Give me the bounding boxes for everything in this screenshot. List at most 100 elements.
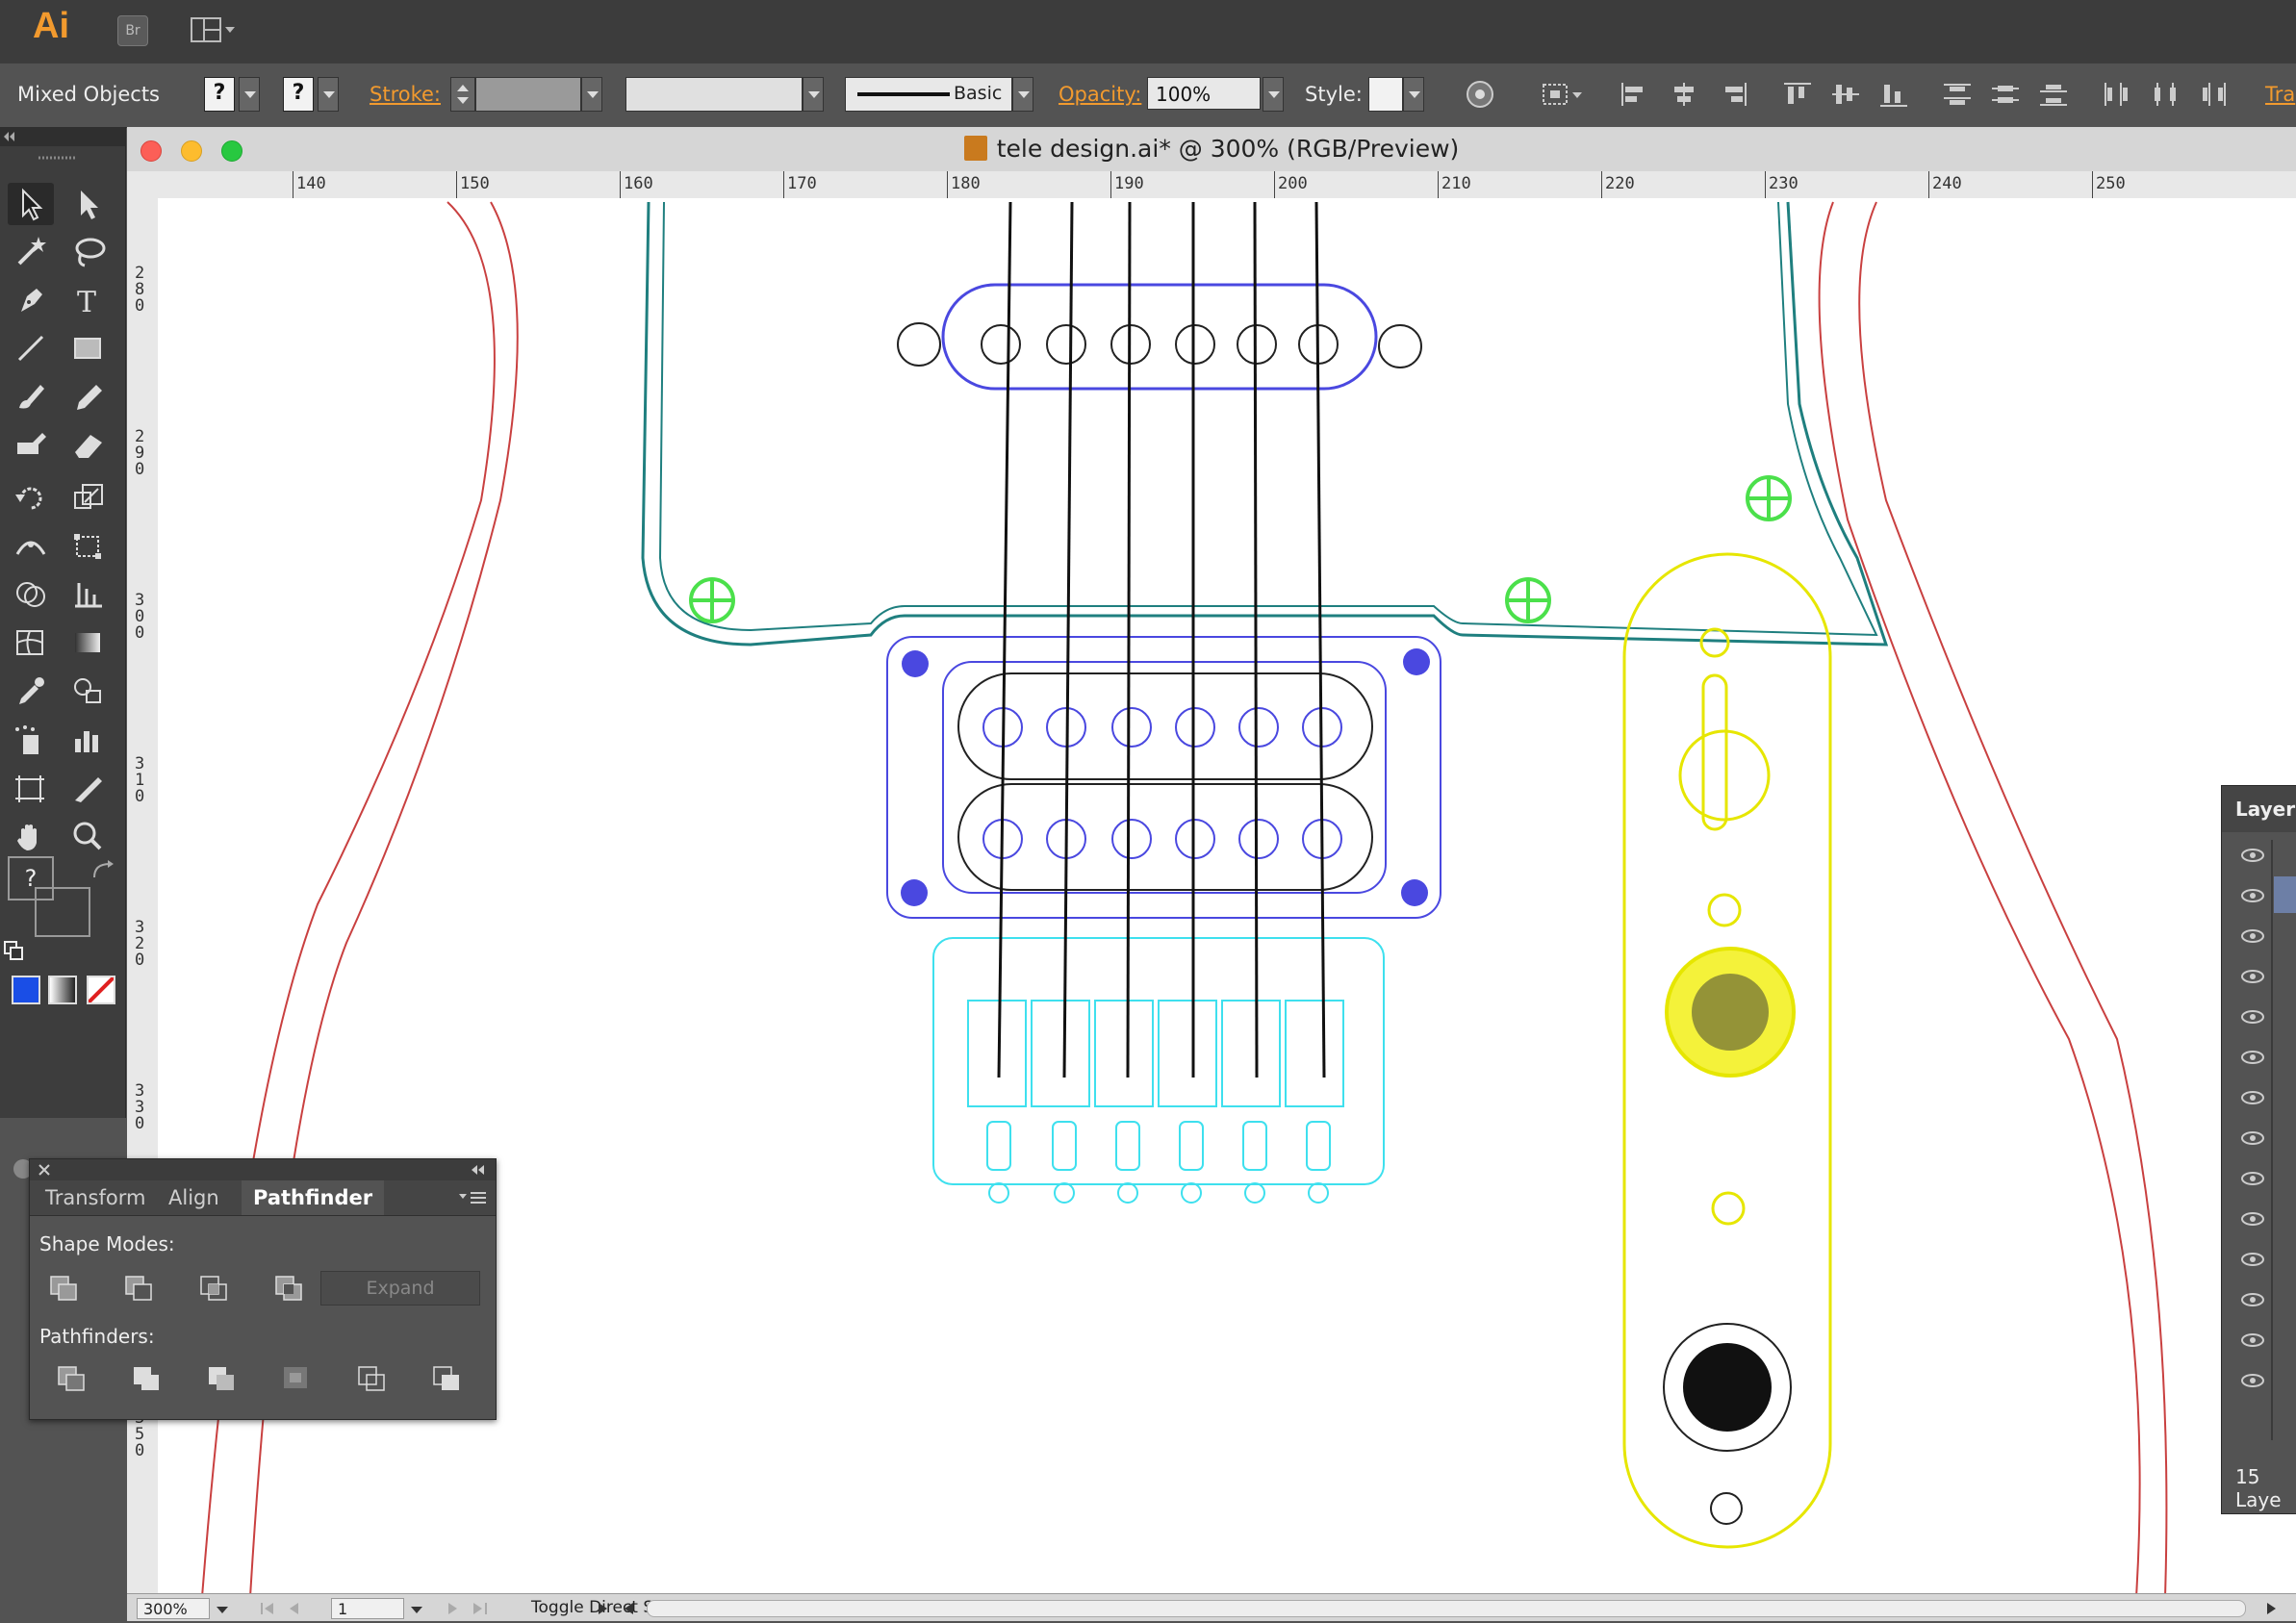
blob-brush-tool[interactable] bbox=[8, 423, 54, 466]
crop-button[interactable] bbox=[280, 1363, 315, 1394]
stroke-swatch[interactable]: ? bbox=[283, 77, 314, 112]
artboard-dropdown[interactable] bbox=[406, 1598, 427, 1619]
direct-selection-tool[interactable] bbox=[65, 183, 112, 225]
gradient-tool[interactable] bbox=[65, 621, 112, 664]
intersect-button[interactable] bbox=[197, 1273, 232, 1304]
artboard-number-field[interactable]: 1 bbox=[331, 1598, 404, 1619]
recolor-artwork-button[interactable] bbox=[1463, 79, 1497, 110]
column-graph-tool[interactable] bbox=[65, 720, 112, 762]
type-tool[interactable]: T bbox=[65, 279, 112, 321]
selection-tool[interactable] bbox=[8, 183, 54, 225]
graph-tool[interactable] bbox=[65, 573, 112, 616]
panel-menu-icon[interactable] bbox=[459, 1190, 488, 1205]
zoom-level-field[interactable]: 300% bbox=[137, 1598, 210, 1619]
transform-label[interactable]: Tra bbox=[2265, 83, 2296, 106]
gradient-mode-button[interactable] bbox=[48, 976, 77, 1004]
fill-color-box[interactable]: ? bbox=[8, 856, 54, 900]
close-panel-icon[interactable] bbox=[38, 1163, 51, 1177]
distribute-left-button[interactable] bbox=[2100, 79, 2134, 110]
previous-artboard-button[interactable] bbox=[285, 1600, 302, 1621]
tab-transform[interactable]: Transform bbox=[45, 1186, 146, 1209]
arrange-documents-button[interactable] bbox=[191, 15, 235, 44]
status-menu-button[interactable] bbox=[595, 1600, 612, 1621]
scroll-right-button[interactable] bbox=[2263, 1600, 2281, 1621]
divide-button[interactable] bbox=[55, 1363, 89, 1394]
free-transform-tool[interactable] bbox=[65, 525, 112, 568]
rectangle-tool[interactable] bbox=[65, 327, 112, 369]
collapse-panel-icon[interactable] bbox=[469, 1163, 488, 1177]
distribute-horizontal-center-button[interactable] bbox=[2148, 79, 2182, 110]
color-mode-button[interactable] bbox=[12, 976, 40, 1004]
scroll-left-button[interactable] bbox=[620, 1600, 637, 1621]
minus-front-button[interactable] bbox=[122, 1273, 157, 1304]
opacity-label[interactable]: Opacity: bbox=[1059, 83, 1142, 106]
line-segment-tool[interactable] bbox=[8, 327, 54, 369]
exclude-button[interactable] bbox=[272, 1273, 307, 1304]
distribute-bottom-button[interactable] bbox=[2036, 79, 2071, 110]
fill-dropdown[interactable] bbox=[239, 77, 260, 112]
opacity-dropdown[interactable] bbox=[1263, 77, 1284, 112]
graphic-style-swatch[interactable] bbox=[1368, 77, 1403, 112]
align-left-button[interactable] bbox=[1617, 79, 1651, 110]
stroke-weight-dropdown[interactable] bbox=[581, 77, 602, 112]
lasso-tool[interactable] bbox=[65, 231, 112, 273]
minus-back-button[interactable] bbox=[430, 1363, 465, 1394]
slice-tool[interactable] bbox=[65, 768, 112, 810]
horizontal-scrollbar[interactable] bbox=[647, 1600, 2246, 1617]
close-window-button[interactable] bbox=[140, 140, 162, 162]
stroke-color-box[interactable] bbox=[35, 887, 90, 937]
bridge-button[interactable]: Br bbox=[117, 15, 148, 46]
align-vertical-center-button[interactable] bbox=[1828, 79, 1863, 110]
next-artboard-button[interactable] bbox=[445, 1600, 462, 1621]
eraser-tool[interactable] bbox=[65, 423, 112, 466]
distribute-vertical-center-button[interactable] bbox=[1988, 79, 2023, 110]
magic-wand-tool[interactable] bbox=[8, 231, 54, 273]
variable-width-dropdown[interactable] bbox=[803, 77, 824, 112]
align-horizontal-center-button[interactable] bbox=[1667, 79, 1701, 110]
graphic-style-dropdown[interactable] bbox=[1403, 77, 1424, 112]
unite-button[interactable] bbox=[47, 1273, 82, 1304]
blend-tool[interactable] bbox=[65, 670, 112, 712]
pencil-tool[interactable] bbox=[65, 375, 112, 418]
symbol-sprayer-tool[interactable] bbox=[8, 720, 54, 762]
hand-tool[interactable] bbox=[8, 816, 54, 858]
tab-align[interactable]: Align bbox=[168, 1186, 219, 1209]
expand-button[interactable]: Expand bbox=[320, 1271, 480, 1306]
artboard-tool[interactable] bbox=[8, 768, 54, 810]
paintbrush-tool[interactable] bbox=[8, 375, 54, 418]
zoom-tool[interactable] bbox=[65, 816, 112, 858]
fill-swatch[interactable]: ? bbox=[204, 77, 235, 112]
stroke-label[interactable]: Stroke: bbox=[370, 83, 441, 106]
first-artboard-button[interactable] bbox=[258, 1600, 279, 1621]
none-mode-button[interactable] bbox=[87, 976, 115, 1004]
brush-definition[interactable]: Basic bbox=[845, 77, 1012, 112]
default-fill-stroke-icon[interactable] bbox=[4, 941, 25, 962]
tab-pathfinder[interactable]: Pathfinder bbox=[242, 1180, 385, 1215]
distribute-right-button[interactable] bbox=[2196, 79, 2231, 110]
mesh-tool[interactable] bbox=[8, 621, 54, 664]
align-to-selection-button[interactable] bbox=[1540, 79, 1588, 110]
minimize-window-button[interactable] bbox=[181, 140, 202, 162]
last-artboard-button[interactable] bbox=[470, 1600, 491, 1621]
distribute-top-button[interactable] bbox=[1940, 79, 1975, 110]
stroke-weight-field[interactable] bbox=[475, 77, 581, 112]
scale-tool[interactable] bbox=[65, 477, 112, 520]
pen-tool[interactable] bbox=[8, 279, 54, 321]
eyedropper-tool[interactable] bbox=[8, 670, 54, 712]
merge-button[interactable] bbox=[205, 1363, 240, 1394]
width-tool[interactable] bbox=[8, 525, 54, 568]
shape-builder-tool[interactable] bbox=[8, 573, 54, 616]
stroke-swatch-dropdown[interactable] bbox=[318, 77, 339, 112]
brush-dropdown[interactable] bbox=[1012, 77, 1033, 112]
align-top-button[interactable] bbox=[1780, 79, 1815, 110]
trim-button[interactable] bbox=[130, 1363, 165, 1394]
variable-width-profile[interactable] bbox=[625, 77, 803, 112]
swap-fill-stroke-icon[interactable] bbox=[90, 858, 115, 883]
opacity-field[interactable]: 100% bbox=[1147, 77, 1261, 110]
layers-title[interactable]: Layers bbox=[2235, 798, 2296, 821]
rotate-tool[interactable] bbox=[8, 477, 54, 520]
stroke-weight-stepper[interactable] bbox=[450, 77, 475, 112]
outline-button[interactable] bbox=[355, 1363, 390, 1394]
align-right-button[interactable] bbox=[1717, 79, 1751, 110]
